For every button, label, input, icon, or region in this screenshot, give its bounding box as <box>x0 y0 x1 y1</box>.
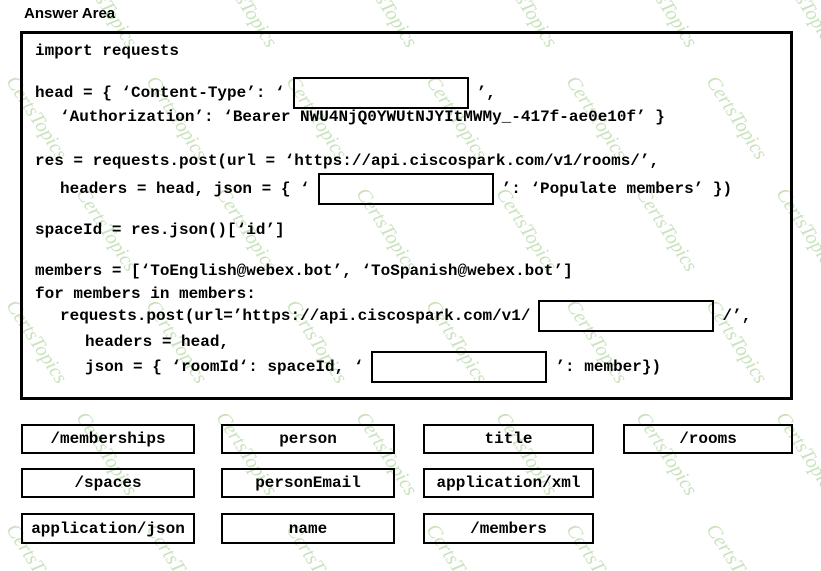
code-line: spaceId = res.json()[‘id’] <box>35 214 285 246</box>
code-text: head = { ‘Content-Type’: ‘ <box>35 84 285 102</box>
option-application-xml[interactable]: application/xml <box>423 468 594 498</box>
watermark-text: CertsTopics <box>0 408 2 500</box>
code-panel: import requests head = { ‘Content-Type’: … <box>20 31 793 400</box>
code-text: /’, <box>722 307 752 325</box>
code-line: requests.post(url=’https://api.ciscospar… <box>60 300 751 332</box>
code-text: headers = head, json = { ‘ <box>60 180 310 198</box>
option-spaces[interactable]: /spaces <box>21 468 195 498</box>
code-text: headers = head, <box>85 333 230 351</box>
blank-slot-room-name-key[interactable] <box>317 173 494 205</box>
code-line: members = [‘ToEnglish@webex.bot’, ‘ToSpa… <box>35 255 573 287</box>
watermark-text: CertsTopics <box>701 520 772 571</box>
code-text: import requests <box>35 42 180 60</box>
option-personemail[interactable]: personEmail <box>221 468 395 498</box>
option-memberships[interactable]: /memberships <box>21 424 195 454</box>
watermark-text: CertsTopics <box>771 408 821 500</box>
code-line: ‘Authorization’: ‘Bearer NWU4NjQ0YWUtNJY… <box>60 101 665 133</box>
code-text: res = requests.post(url = ‘https://api.c… <box>35 152 660 170</box>
watermark-text: CertsTopics <box>0 184 2 276</box>
code-line: json = { ‘roomId‘: spaceId, ‘ ’: member}) <box>85 351 661 383</box>
page-title: Answer Area <box>24 5 116 22</box>
code-line: headers = head, json = { ‘ ’: ‘Populate m… <box>60 173 732 205</box>
code-line: headers = head, <box>85 326 229 358</box>
code-text: ‘Authorization’: ‘Bearer NWU4NjQ0YWUtNJY… <box>60 108 665 126</box>
code-line: import requests <box>35 35 179 67</box>
code-text: ’: member}) <box>555 358 662 376</box>
blank-slot-member-key[interactable] <box>371 351 548 383</box>
option-name[interactable]: name <box>221 513 395 544</box>
code-text: for members in members: <box>35 285 256 303</box>
code-line: res = requests.post(url = ‘https://api.c… <box>35 145 659 177</box>
blank-slot-content-type[interactable] <box>292 77 469 109</box>
option-members[interactable]: /members <box>423 513 594 544</box>
blank-slot-endpoint[interactable] <box>538 300 715 332</box>
code-line: head = { ‘Content-Type’: ‘ ’, <box>35 77 496 109</box>
option-person[interactable]: person <box>221 424 395 454</box>
code-text: json = { ‘roomId‘: spaceId, ‘ <box>85 358 364 376</box>
option-rooms[interactable]: /rooms <box>623 424 793 454</box>
code-text: members = [‘ToEnglish@webex.bot’, ‘ToSpa… <box>35 262 573 280</box>
option-application-json[interactable]: application/json <box>21 513 195 544</box>
option-title[interactable]: title <box>423 424 594 454</box>
code-text: requests.post(url=’https://api.ciscospar… <box>60 307 531 325</box>
watermark-text: CertsTopics <box>0 0 2 52</box>
code-text: spaceId = res.json()[‘id’] <box>35 221 285 239</box>
code-text: ’: ‘Populate members’ }) <box>501 180 733 198</box>
code-text: ’, <box>476 84 496 102</box>
code-line: for members in members: <box>35 278 256 310</box>
watermark-text: CertsTopics <box>631 408 702 500</box>
